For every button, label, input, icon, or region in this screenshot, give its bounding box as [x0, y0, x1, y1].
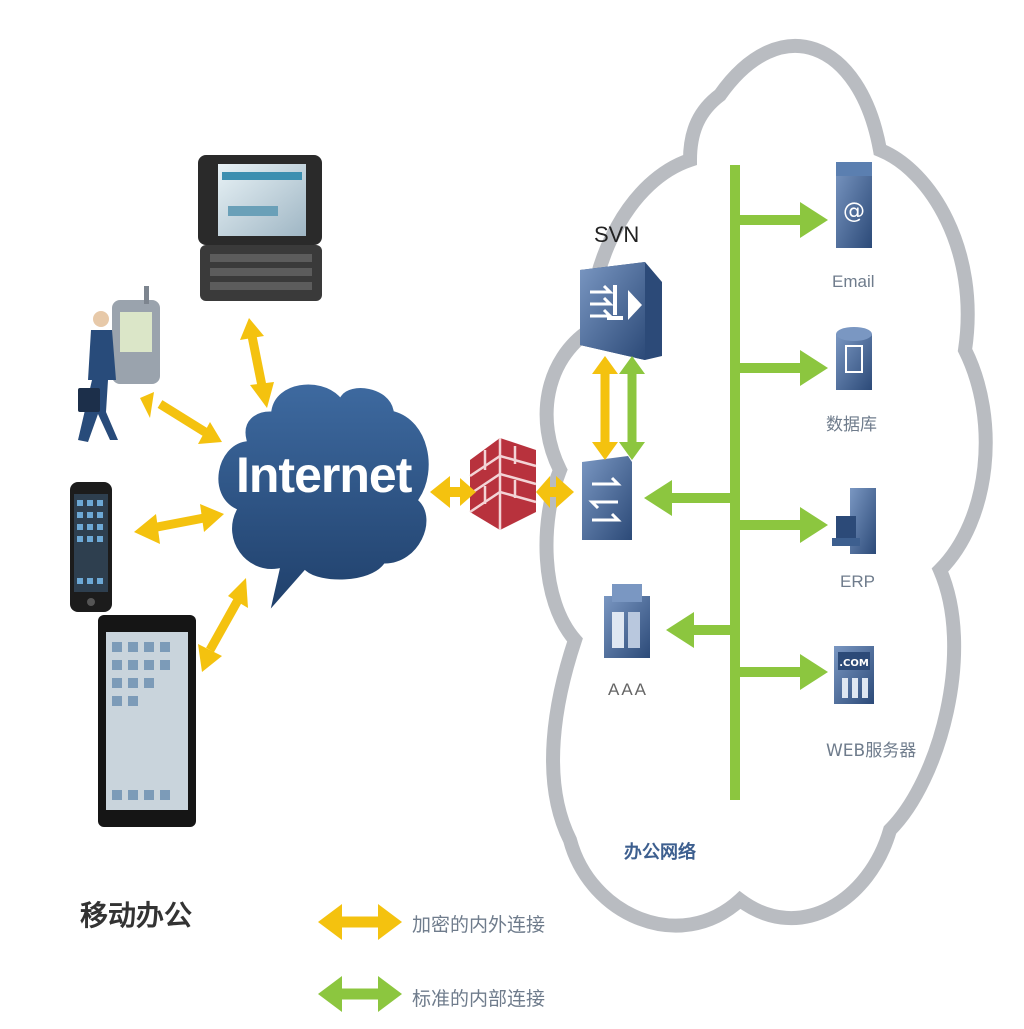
encrypted-arrow-internet-firewall — [430, 476, 476, 508]
erp-label: ERP — [840, 572, 875, 591]
aaa-server-icon — [604, 584, 650, 658]
database-label: 数据库 — [826, 415, 877, 435]
encrypted-arrow-firewall-switch — [536, 476, 574, 508]
encrypted-arrow-pda-user — [140, 392, 222, 444]
core-switch-icon — [582, 456, 632, 540]
legend-encrypted-arrow — [318, 904, 402, 940]
email-glyph: @ — [843, 199, 865, 224]
internet-label: Internet — [236, 447, 412, 503]
internal-arrowheads — [644, 202, 828, 690]
erp-server-icon — [832, 488, 876, 554]
aaa-label: AAA — [608, 680, 649, 699]
encrypted-arrow-smartphone — [134, 504, 224, 544]
svn-device-icon — [580, 262, 662, 360]
encrypted-arrow-slider-phone — [240, 318, 274, 408]
web-screen-text: .COM — [839, 658, 869, 669]
svn-label: SVN — [594, 222, 640, 247]
internal-backbone — [668, 165, 805, 800]
email-server-icon: @ — [836, 162, 872, 248]
smartphone-icon — [70, 482, 112, 612]
slider-phone-icon — [198, 155, 322, 301]
businessman-with-pda-icon — [78, 286, 160, 442]
encrypted-arrow-tablet — [198, 578, 248, 672]
firewall-icon — [469, 438, 537, 530]
legend-encrypted-label: 加密的内外连接 — [412, 914, 546, 936]
internet-cloud — [215, 381, 432, 615]
tablet-icon — [98, 615, 196, 827]
legend-standard-label: 标准的内部连接 — [412, 988, 546, 1010]
office-network-label: 办公网络 — [624, 842, 696, 863]
legend-standard-arrow — [318, 976, 402, 1012]
web-server-label: WEB服务器 — [826, 741, 917, 761]
web-server-icon: .COM — [834, 646, 874, 704]
mobile-office-label: 移动办公 — [80, 899, 193, 932]
svn-switch-arrows — [592, 356, 645, 460]
office-network-cloud — [539, 38, 993, 933]
database-server-icon — [836, 327, 872, 390]
email-label: Email — [832, 272, 875, 291]
